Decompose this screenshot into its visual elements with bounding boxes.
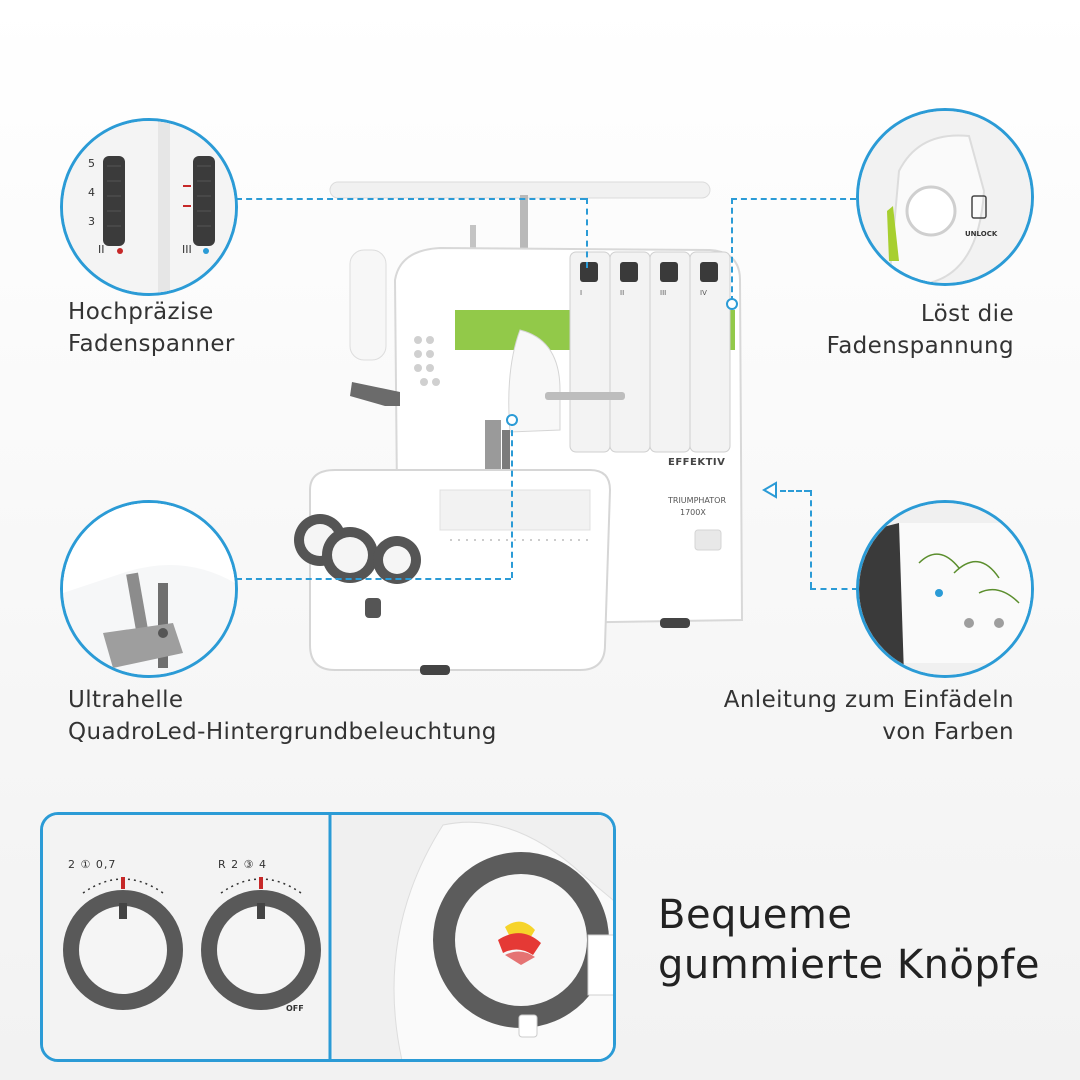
callout-line-light-h [236, 578, 511, 580]
caption-light-line2: QuadroLed-Hintergrundbeleuchtung [68, 719, 497, 745]
unlock-label: UNLOCK [965, 230, 998, 238]
knob-detail-panel [40, 812, 616, 1062]
callout-line-light-v [511, 420, 513, 578]
callout-line-tension-v [586, 198, 588, 268]
caption-light: Ultrahelle QuadroLed-Hintergrundbeleucht… [68, 684, 497, 748]
caption-threading: Anleitung zum Einfädeln von Farben [724, 684, 1014, 748]
machine-brand-label: EFFEKTIV [668, 457, 726, 468]
caption-threading-line1: Anleitung zum Einfädeln [723, 687, 1014, 713]
machine-model-number: 1700X [680, 508, 706, 517]
threading-guide-image [859, 503, 1031, 675]
knob-off-label: OFF [286, 1004, 304, 1013]
overlock-machine-illustration [294, 181, 744, 675]
detail-circle-light [60, 500, 238, 678]
callout-line-threading-h [780, 490, 810, 492]
knob-scale-right: R 2 ③ 4 [218, 858, 267, 871]
detail-circle-release [856, 108, 1034, 286]
tension-label-4: IV [700, 289, 707, 297]
callout-line-tension-h [236, 198, 586, 200]
callout-line-threading-v [810, 490, 812, 588]
unlock-lever-image [859, 111, 1031, 283]
caption-tension: Hochpräzise Fadenspanner [68, 296, 235, 360]
caption-tension-line1: Hochpräzise [68, 299, 214, 325]
tension-scale-4: 4 [88, 186, 95, 199]
caption-tension-line2: Fadenspanner [68, 331, 235, 357]
caption-release-line1: Löst die [920, 301, 1014, 327]
callout-line-threading-h2 [810, 588, 858, 590]
tension-label-1: I [580, 289, 583, 297]
caption-knobs-line1: Bequeme [658, 892, 853, 938]
tension-dial-label-2: II [98, 243, 105, 256]
caption-knobs-line2: gummierte Knöpfe [658, 942, 1040, 988]
callout-dot-light [506, 414, 518, 426]
callout-dot-release [726, 298, 738, 310]
callout-line-release-h [731, 198, 856, 200]
detail-circle-tension [60, 118, 238, 296]
caption-light-line1: Ultrahelle [68, 687, 184, 713]
caption-release: Löst die Fadenspannung [827, 298, 1014, 362]
tension-label-2: II [620, 289, 625, 297]
caption-release-line2: Fadenspannung [826, 333, 1014, 359]
presser-foot-light-image [63, 503, 235, 675]
triangle-pointer-icon [762, 481, 777, 499]
tension-label-3: III [660, 289, 667, 297]
machine-model-label: TRIUMPHATOR [668, 496, 726, 505]
detail-circle-threading [856, 500, 1034, 678]
caption-knobs: Bequeme gummierte Knöpfe [658, 890, 1040, 990]
tension-scale-3: 3 [88, 215, 95, 228]
caption-threading-line2: von Farben [882, 719, 1014, 745]
tension-scale-5: 5 [88, 157, 95, 170]
knob-scale-left: 2 ① 0,7 [68, 858, 117, 871]
knob-detail-image [43, 815, 613, 1059]
tension-dial-label-3: III [182, 243, 192, 256]
tension-dials-image [63, 121, 235, 293]
callout-line-release-v [731, 198, 733, 302]
